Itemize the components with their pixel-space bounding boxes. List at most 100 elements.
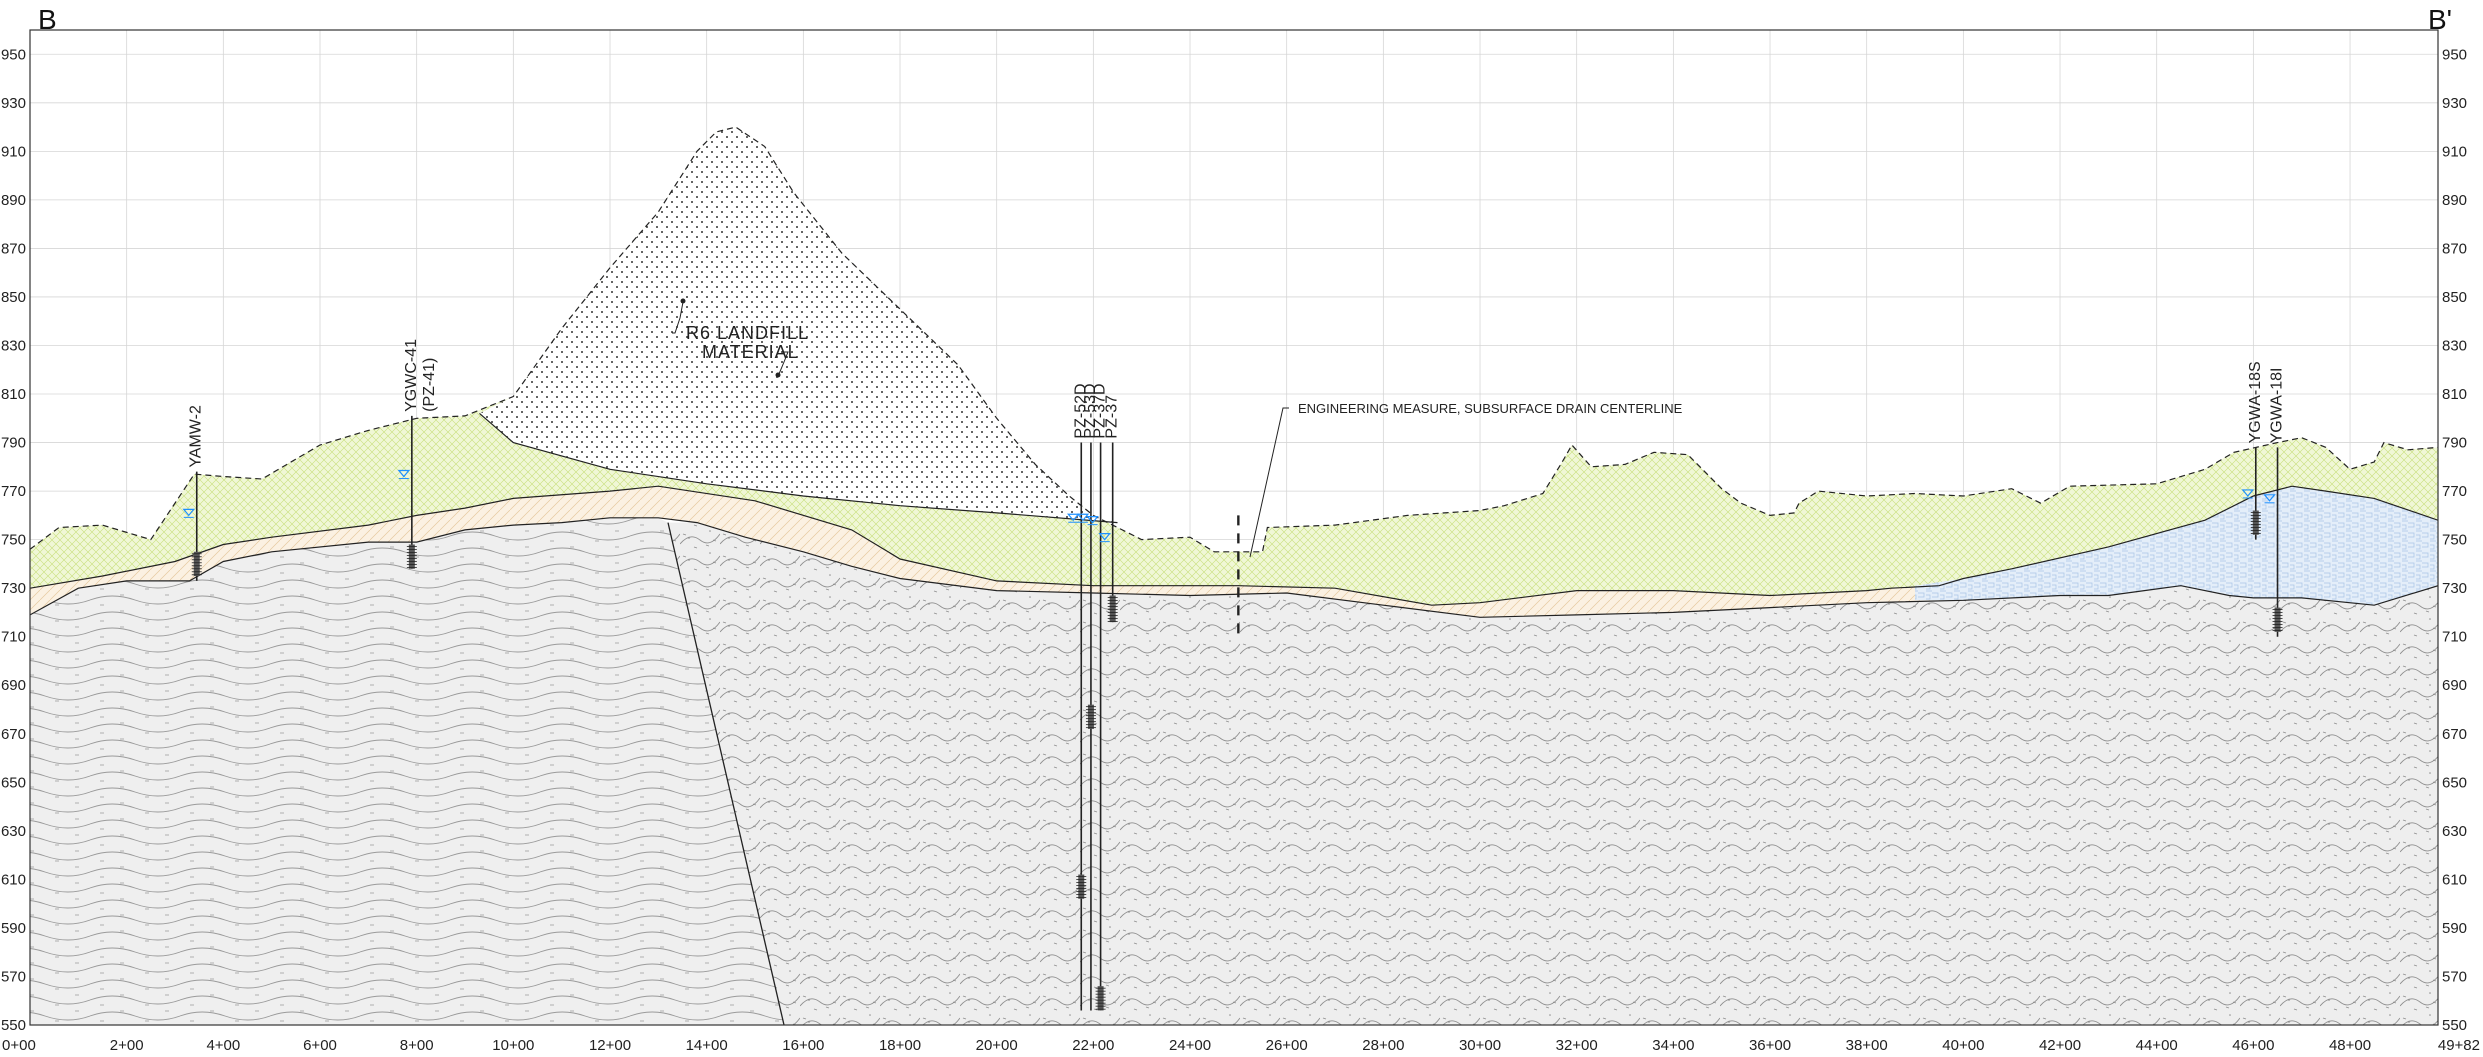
station-tick: 0+00 [2,1037,36,1054]
bedrock-left-block [30,517,784,1025]
well-pz-52d: PZ-52D [1066,383,1089,1011]
monitoring-wells: YAMW-2 YGWC-41(PZ-41) PZ-52DPZ-53DPZ-37DPZ… [182,339,2286,1011]
elevation-tick-left: 850 [1,289,26,306]
station-tick: 12+00 [589,1037,631,1054]
elevation-tick-left: 710 [1,629,26,646]
well-screen [193,551,200,577]
water-level-icon [2241,489,2255,497]
elevation-tick-left: 630 [1,823,26,840]
well-ygwa-18s: YGWA-18S [2241,361,2264,540]
well-pz-53d: PZ-53D [1076,383,1099,1011]
station-tick: 46+00 [2232,1037,2274,1054]
station-tick: 38+00 [1846,1037,1888,1054]
elevation-tick-right: 750 [2442,532,2467,549]
elevation-tick-right: 630 [2442,823,2467,840]
elevation-tick-right: 830 [2442,337,2467,354]
station-tick: 32+00 [1556,1037,1598,1054]
elevation-tick-left: 650 [1,774,26,791]
elevation-tick-right: 730 [2442,580,2467,597]
station-tick: 48+00 [2329,1037,2371,1054]
well-screen [2274,607,2281,632]
elevation-tick-right: 890 [2442,192,2467,209]
well-ygwa-18i: YGWA-18I [2263,368,2286,637]
geologic-layers [30,126,2438,1025]
well-label: PZ-37 [1104,395,1121,439]
landfill-label-line2: MATERIAL [702,342,799,362]
station-tick: 24+00 [1169,1037,1211,1054]
station-tick: 28+00 [1362,1037,1404,1054]
well-label: PZ-52D [1072,383,1089,438]
elevation-tick-right: 710 [2442,629,2467,646]
elevation-tick-left: 770 [1,483,26,500]
well-screen [1097,986,1104,1011]
elevation-tick-left: 830 [1,337,26,354]
well-label: YAMW-2 [188,405,205,468]
water-level-icon [182,508,196,517]
drain-callout: ENGINEERING MEASURE, SUBSURFACE DRAIN CE… [1249,401,1683,558]
station-tick: 30+00 [1459,1037,1501,1054]
alluvium-layer [30,486,2438,618]
elevation-tick-left: 690 [1,677,26,694]
well-label: YGWC-41 [403,339,420,412]
leader-dot-icon [775,372,781,378]
well-screen [1109,595,1116,623]
well-screen [1078,874,1085,899]
well-label: PZ-37D [1092,383,1109,438]
well-yamw-2: YAMW-2 [182,405,205,581]
elevation-tick-left: 670 [1,726,26,743]
elevation-tick-left: 550 [1,1017,26,1034]
station-tick: 4+00 [206,1037,240,1054]
station-tick: 40+00 [1942,1037,1984,1054]
saprolite-zone [1915,486,2438,606]
drain-leader [1249,407,1289,558]
section-start-label: B [38,4,57,35]
elevation-tick-right: 870 [2442,240,2467,257]
alluvium-contact-line [30,485,2438,606]
well-pz-37d: PZ-37D [1086,383,1109,1011]
landfill-label-line1: R6 LANDFILL [686,323,809,343]
elevation-tick-left: 590 [1,920,26,937]
well-sublabel: (PZ-41) [421,358,438,412]
elevation-tick-right: 610 [2442,871,2467,888]
elevation-tick-left: 870 [1,240,26,257]
station-tick: 49+82 [2438,1037,2480,1054]
fault-line [667,522,785,1025]
well-label: YGWA-18S [2247,361,2264,443]
well-screen [408,544,415,569]
elevation-tick-right: 550 [2442,1017,2467,1034]
station-tick: 14+00 [686,1037,728,1054]
station-tick: 6+00 [303,1037,337,1054]
station-tick: 42+00 [2039,1037,2081,1054]
station-tick: 44+00 [2136,1037,2178,1054]
station-tick: 10+00 [492,1037,534,1054]
elevation-tick-left: 810 [1,386,26,403]
elevation-tick-right: 690 [2442,677,2467,694]
elevation-tick-right: 590 [2442,920,2467,937]
elevation-tick-right: 850 [2442,289,2467,306]
well-ygwc-41: YGWC-41(PZ-41) [397,339,438,569]
station-tick: 34+00 [1652,1037,1694,1054]
elevation-tick-left: 950 [1,46,26,63]
water-level-icon [1066,513,1080,522]
station-tick: 16+00 [782,1037,824,1054]
water-level-icon [1076,513,1090,522]
elevation-tick-left: 730 [1,580,26,597]
water-level-icon [1098,533,1111,541]
water-level-icon [2263,494,2276,502]
landfill-leader-1 [672,301,684,334]
station-tick: 22+00 [1072,1037,1114,1054]
landfill-base-line [479,412,1118,524]
elevation-tick-left: 910 [1,143,26,160]
landfill-leader-2 [778,351,789,375]
well-label: PZ-53D [1082,383,1099,438]
elevation-tick-left: 890 [1,192,26,209]
water-level-icon [397,469,411,478]
ground-surface-line [30,126,2438,553]
elevation-tick-right: 670 [2442,726,2467,743]
elevation-tick-right: 770 [2442,483,2467,500]
station-tick: 26+00 [1266,1037,1308,1054]
landfill-callout: R6 LANDFILL MATERIAL [672,298,809,378]
